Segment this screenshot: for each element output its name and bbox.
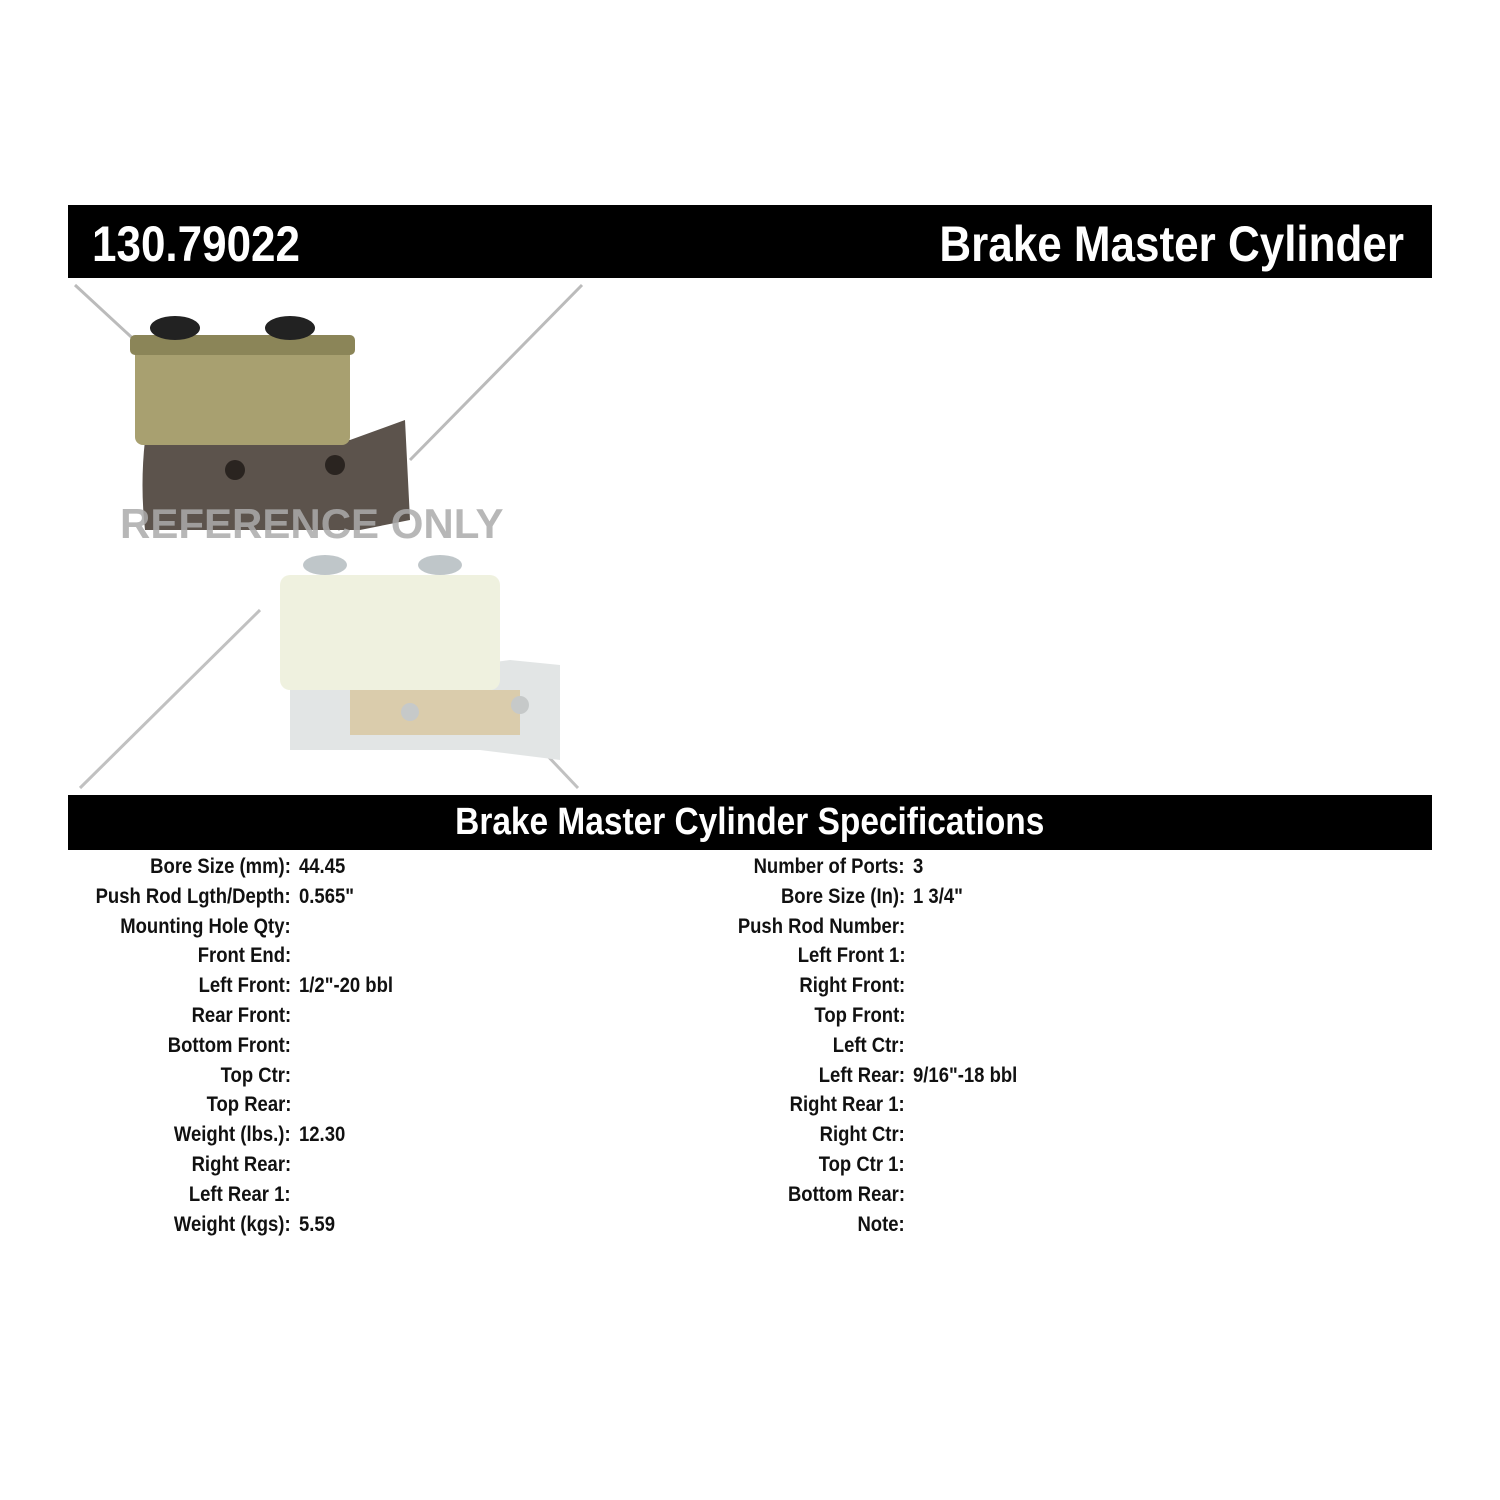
spec-row: Push Rod Lgth/Depth: 0.565" — [0, 884, 354, 915]
spec-value: 9/16"-18 bbl — [913, 1063, 1018, 1087]
spec-value: 1/2"-20 bbl — [299, 974, 394, 998]
watermark: REFERENCE ONLY — [120, 500, 504, 547]
spec-row: Left Ctr: — [0, 1034, 905, 1064]
spec-row: Bottom Rear: — [0, 1183, 905, 1213]
spec-row: Rear Front: — [0, 1004, 291, 1034]
spec-row: Left Front 1: — [0, 944, 905, 974]
spec-row: Bore Size (mm): 44.45 — [0, 855, 345, 885]
spec-label: Rear Front: — [191, 1004, 291, 1027]
specs-title: Brake Master Cylinder Specifications — [455, 801, 1045, 843]
spec-value: 0.565" — [299, 884, 355, 908]
spec-label: Note: — [857, 1212, 905, 1236]
spec-label: Bottom Front: — [167, 1033, 291, 1057]
spec-label: Bore Size (In): — [780, 884, 905, 908]
spec-label: Bottom Rear: — [787, 1182, 905, 1206]
spec-row: Right Rear 1: — [0, 1093, 905, 1123]
side-view-photo — [78, 555, 580, 790]
spec-label: Left Rear 1: — [189, 1182, 291, 1206]
spec-row: Right Ctr: — [0, 1123, 905, 1153]
spec-label: Right Front: — [799, 974, 905, 998]
spec-value: 1 3/4" — [913, 884, 963, 908]
spec-label: Weight (kgs): — [174, 1212, 291, 1236]
spec-label: Top Front: — [814, 1004, 905, 1027]
spec-row: Left Rear 1: — [0, 1183, 291, 1213]
product-image: REFERENCE ONLY — [73, 283, 584, 790]
spec-row: Right Front: — [0, 974, 905, 1004]
part-number: 130.79022 — [92, 216, 300, 272]
spec-row: Right Rear: — [0, 1153, 291, 1183]
spec-label: Right Rear: — [191, 1153, 291, 1176]
spec-row: Push Rod Number: — [0, 915, 905, 945]
specs-header: Brake Master Cylinder Specifications — [68, 795, 1432, 850]
spec-row: Number of Ports: 3 — [0, 855, 923, 885]
spec-row: Mounting Hole Qty: — [0, 915, 291, 945]
spec-value: 44.45 — [299, 855, 346, 878]
spec-label: Push Rod Lgth/Depth: — [95, 884, 291, 908]
spec-label: Number of Ports: — [754, 855, 905, 878]
spec-row: Left Front: 1/2"-20 bbl — [0, 974, 393, 1004]
spec-label: Right Rear 1: — [789, 1093, 905, 1117]
spec-row: Top Ctr: — [0, 1064, 291, 1094]
spec-label: Top Ctr 1: — [819, 1153, 905, 1176]
spec-label: Bore Size (mm): — [150, 855, 291, 878]
spec-label: Mounting Hole Qty: — [120, 914, 291, 938]
spec-row: Weight (kgs): 5.59 — [0, 1212, 335, 1243]
spec-value: 12.30 — [299, 1123, 346, 1147]
spec-label: Left Front 1: — [797, 944, 905, 968]
spec-row: Left Rear: 9/16"-18 bbl — [0, 1063, 1018, 1094]
header-bar: 130.79022 Brake Master Cylinder — [68, 205, 1432, 278]
spec-value: 3 — [913, 855, 924, 878]
spec-row: Note: — [0, 1213, 905, 1243]
spec-row: Top Ctr 1: — [0, 1153, 905, 1183]
spec-label: Top Rear: — [206, 1093, 291, 1117]
product-title: Brake Master Cylinder — [939, 216, 1404, 272]
spec-row: Front End: — [0, 944, 291, 974]
spec-label: Front End: — [197, 944, 291, 968]
spec-row: Top Rear: — [0, 1093, 291, 1123]
spec-row: Bore Size (In): 1 3/4" — [0, 884, 963, 915]
spec-label: Top Ctr: — [220, 1063, 291, 1087]
spec-row: Bottom Front: — [0, 1034, 291, 1064]
spec-label: Weight (lbs.): — [174, 1123, 291, 1147]
spec-value: 5.59 — [299, 1212, 335, 1236]
spec-row: Weight (lbs.): 12.30 — [0, 1123, 345, 1153]
spec-label: Left Rear: — [818, 1063, 905, 1087]
spec-label: Left Front: — [198, 974, 291, 998]
spec-row: Top Front: — [0, 1004, 905, 1034]
spec-label: Left Ctr: — [833, 1033, 905, 1057]
spec-label: Right Ctr: — [819, 1123, 905, 1147]
top-view-photo — [73, 283, 584, 532]
spec-label: Push Rod Number: — [737, 914, 905, 938]
